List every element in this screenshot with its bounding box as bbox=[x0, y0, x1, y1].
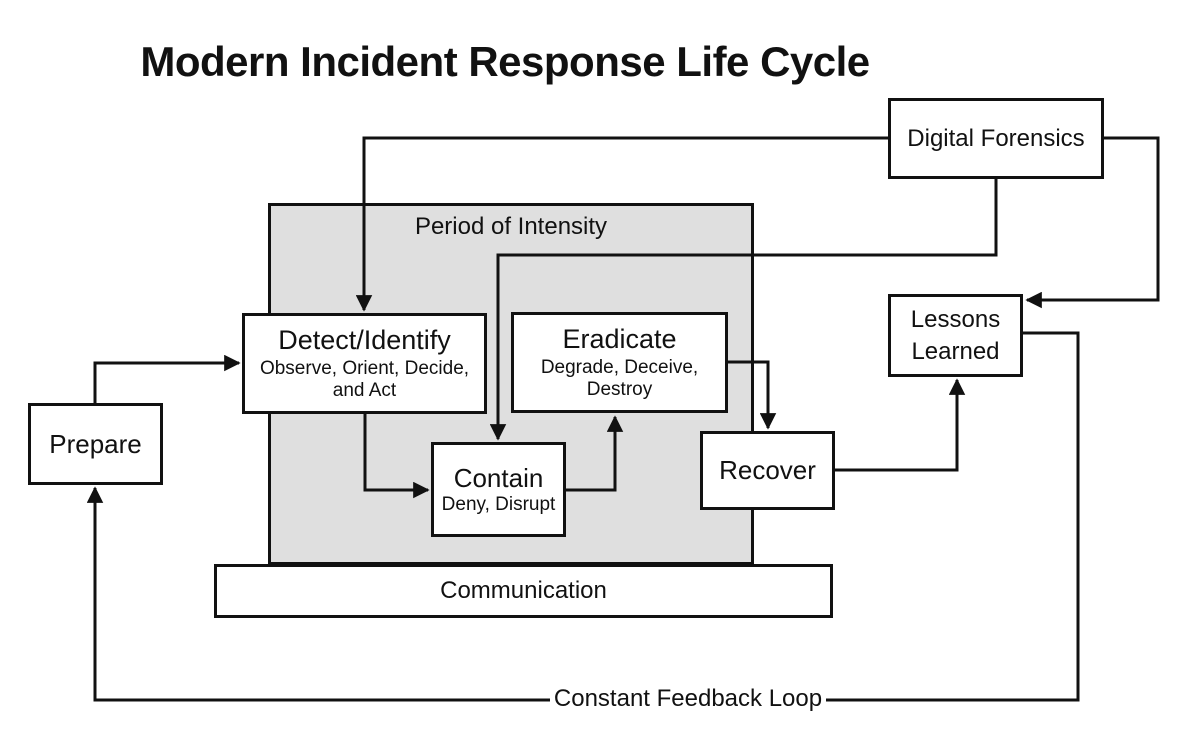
edge-digital-forensics-to-detect bbox=[355, 136, 888, 312]
node-detect-identify: Detect/Identify Observe, Orient, Decide,… bbox=[242, 313, 487, 414]
eradicate-sublabel: Degrade, Deceive, Destroy bbox=[540, 356, 699, 401]
edge-recover-to-lessons-learned bbox=[835, 378, 966, 472]
constant-feedback-loop-label: Constant Feedback Loop bbox=[550, 685, 826, 714]
edge-detect-to-contain bbox=[363, 414, 430, 499]
communication-label: Communication bbox=[440, 577, 607, 604]
node-eradicate: Eradicate Degrade, Deceive, Destroy bbox=[511, 312, 728, 413]
contain-label: Contain bbox=[453, 462, 544, 493]
edge-contain-to-eradicate bbox=[566, 415, 624, 492]
detect-identify-label: Detect/Identify bbox=[278, 324, 451, 355]
node-prepare: Prepare bbox=[28, 403, 163, 485]
diagram-title: Modern Incident Response Life Cycle bbox=[140, 38, 870, 85]
recover-label: Recover bbox=[719, 455, 816, 486]
node-lessons-learned: Lessons Learned bbox=[888, 294, 1023, 377]
edge-eradicate-to-recover bbox=[728, 360, 777, 430]
edge-digital-forensics-to-lessons-learned bbox=[1025, 136, 1160, 309]
eradicate-label: Eradicate bbox=[562, 323, 677, 354]
node-communication: Communication bbox=[214, 564, 833, 618]
edge-prepare-to-detect bbox=[93, 354, 241, 403]
digital-forensics-label: Digital Forensics bbox=[907, 124, 1085, 152]
detect-identify-sublabel: Observe, Orient, Decide, and Act bbox=[259, 357, 470, 402]
node-digital-forensics: Digital Forensics bbox=[888, 98, 1104, 179]
contain-sublabel: Deny, Disrupt bbox=[441, 494, 556, 516]
node-recover: Recover bbox=[700, 431, 835, 510]
edge-feedback-loop-to-prepare bbox=[86, 331, 1080, 702]
edge-digital-forensics-to-contain bbox=[489, 178, 998, 441]
prepare-label: Prepare bbox=[49, 428, 142, 459]
node-contain: Contain Deny, Disrupt bbox=[431, 442, 566, 537]
period-of-intensity-label: Period of Intensity bbox=[414, 213, 608, 240]
lessons-learned-label: Lessons Learned bbox=[910, 306, 1001, 365]
